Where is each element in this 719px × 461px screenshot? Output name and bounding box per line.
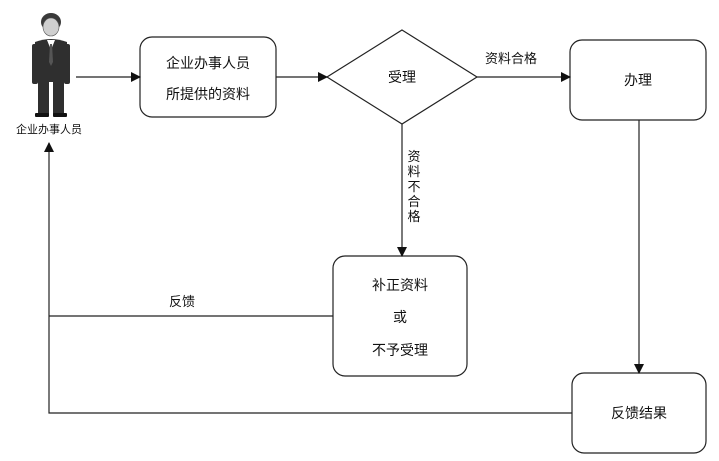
submit-node[interactable] <box>139 36 277 118</box>
submit-node-line1: 企业办事人员 <box>166 55 250 72</box>
feedback-edge-label: 反馈 <box>169 295 195 310</box>
qualified-edge-label: 资料合格 <box>485 51 537 67</box>
process-node-label: 办理 <box>624 73 652 89</box>
result-to-actor-edge <box>44 142 572 414</box>
accept-node-label: 受理 <box>388 70 416 86</box>
unqualified-char-4: 合 <box>407 195 420 210</box>
correct-node-line1: 补正资料 <box>372 278 428 294</box>
unqualified-char-2: 料 <box>407 165 420 180</box>
unqualified-edge-label: 资 料 不 合 格 <box>407 150 420 225</box>
unqualified-char-1: 资 <box>407 150 420 165</box>
actor-label: 企业办事人员 <box>16 122 82 136</box>
businessman-icon <box>32 13 70 117</box>
submit-node-line2: 所提供的资料 <box>166 87 250 103</box>
correct-node-line3: 不予受理 <box>372 343 428 359</box>
correct-node-line2: 或 <box>393 310 407 326</box>
result-node-label: 反馈结果 <box>611 406 667 422</box>
unqualified-char-5: 格 <box>407 209 420 225</box>
unqualified-char-3: 不 <box>407 180 420 195</box>
